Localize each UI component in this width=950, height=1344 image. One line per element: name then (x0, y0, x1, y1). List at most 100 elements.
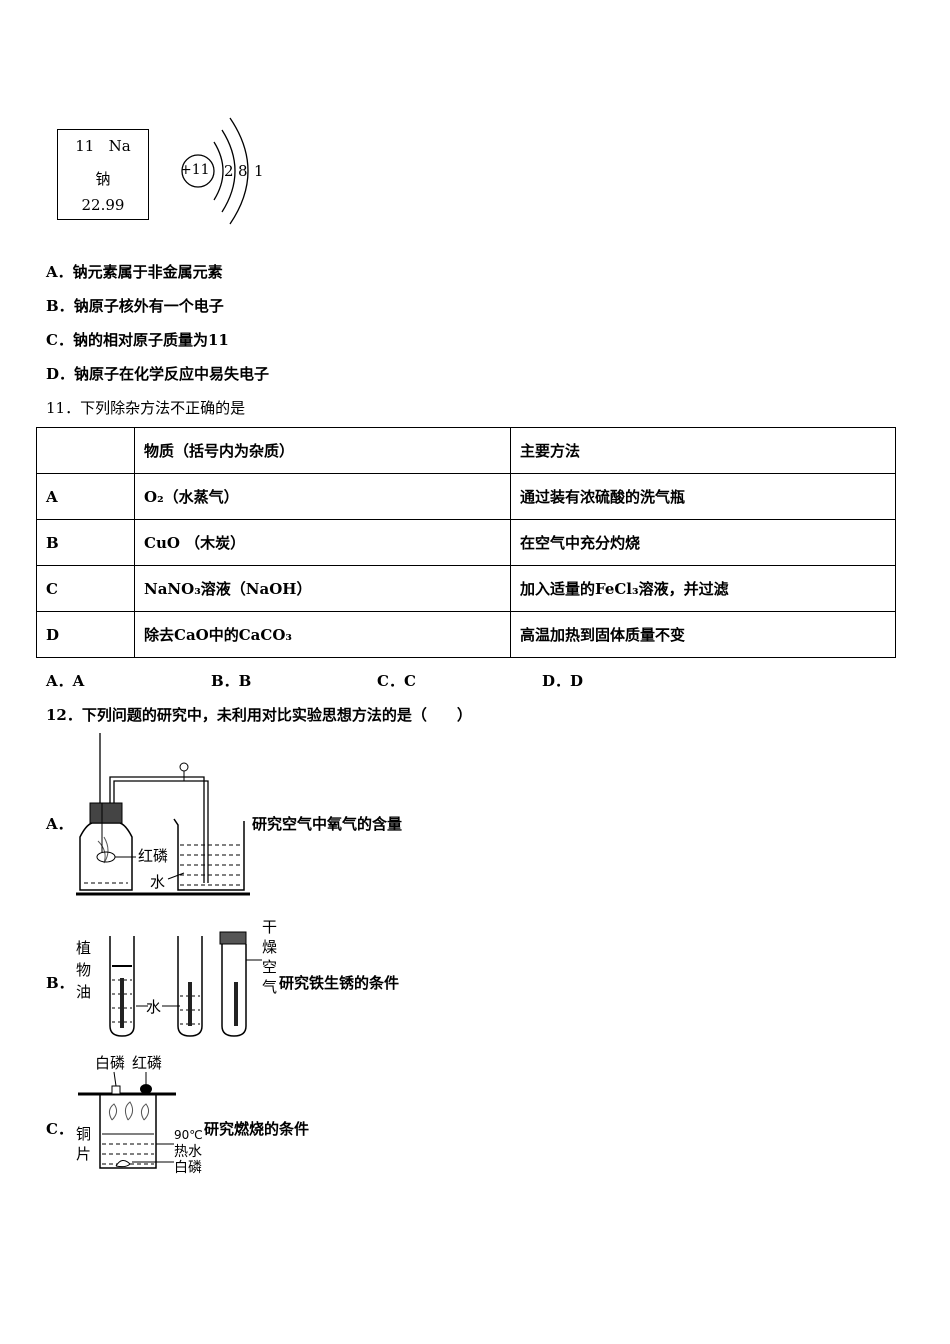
header-cell: 主要方法 (510, 427, 896, 474)
leader-white-p (113, 1071, 117, 1087)
table-row: B CuO （木炭） 在空气中充分灼烧 (36, 519, 896, 566)
label-white-phosphorus-water: 白磷 (174, 1160, 202, 1176)
stopper (89, 802, 123, 824)
label-white-phosphorus-top: 白磷 (95, 1054, 126, 1072)
row-method: 高温加热到固体质量不变 (510, 611, 896, 658)
label-char: 燥 (262, 938, 278, 956)
flame-smoke (97, 836, 109, 864)
row-key: B (36, 519, 135, 566)
label-char: 铜 (76, 1125, 92, 1143)
oxygen-content-apparatus-figure (76, 733, 250, 896)
element-card: 11 Na 钠 22.99 (57, 129, 149, 220)
delivery-tube (109, 776, 205, 883)
shell-arc-3 (229, 117, 249, 225)
label-90c: 90℃ (174, 1128, 203, 1142)
tube-1 (109, 936, 135, 1037)
label-char: 气 (262, 978, 278, 996)
rubber-stopper (219, 931, 247, 945)
label-water-b: 水 (146, 998, 162, 1016)
option-text: 钠元素属于非金属元素 (72, 263, 223, 281)
shell-arc-1 (213, 141, 224, 201)
clamp (179, 762, 189, 772)
q10-option-a[interactable]: A．钠元素属于非金属元素 (46, 261, 223, 282)
q12-option-b-text: 研究铁生锈的条件 (279, 974, 400, 992)
label-copper-sheet: 铜 片 (76, 1124, 91, 1164)
label-dry-air: 干 燥 空 气 (262, 917, 277, 997)
beaker-outline (173, 818, 245, 891)
white-phosphorus-top (111, 1085, 121, 1095)
element-name: 钠 (95, 170, 111, 188)
q11-answer-d[interactable]: D．D (542, 672, 584, 690)
q12-option-c-text: 研究燃烧的条件 (204, 1120, 310, 1138)
element-symbol: Na (108, 137, 131, 155)
label-char: 干 (262, 918, 278, 936)
q11-table: 物质（括号内为杂质） 主要方法 A O₂（水蒸气） 通过装有浓硫酸的洗气瓶 B … (36, 427, 896, 658)
bottle-outline (79, 822, 133, 891)
q11-stem: 11．下列除杂方法不正确的是 (46, 399, 246, 417)
nucleus-circle (181, 154, 215, 188)
row-substance: 除去CaO中的CaCO₃ (134, 611, 511, 658)
option-text: 钠的相对原子质量为11 (72, 331, 229, 349)
option-key: D． (46, 365, 75, 383)
option-key: C． (46, 331, 73, 349)
q11-answer-c[interactable]: C．C (377, 672, 416, 690)
option-key: B． (46, 297, 74, 315)
element-number-symbol: 11 Na (58, 137, 148, 155)
label-leader-water (167, 872, 185, 880)
row-key: D (36, 611, 135, 658)
q12-option-b-key[interactable]: B． (46, 974, 74, 992)
row-key: A (36, 473, 135, 520)
shell-arc-2 (221, 129, 236, 213)
tube-3 (221, 944, 247, 1037)
shell-electrons-3: 1 (254, 162, 264, 180)
label-char: 物 (76, 961, 92, 979)
option-text: 钠原子在化学反应中易失电子 (74, 365, 270, 383)
row-method: 在空气中充分灼烧 (510, 519, 896, 566)
steam-3 (140, 1103, 150, 1121)
white-phosphorus-water (115, 1160, 131, 1168)
q11-answer-a[interactable]: A．A (46, 672, 85, 690)
q12-option-c-key[interactable]: C． (46, 1120, 73, 1138)
steam-1 (108, 1103, 118, 1121)
q12-option-a-text: 研究空气中氧气的含量 (252, 815, 403, 833)
table-row: C NaNO₃溶液（NaOH） 加入适量的FeCl₃溶液，并过滤 (36, 565, 896, 612)
row-key: C (36, 565, 135, 612)
q12-option-a-key[interactable]: A． (46, 815, 73, 833)
label-vegetable-oil: 植 物 油 (76, 937, 91, 1003)
delivery-tube-inner (113, 780, 209, 883)
beaker-c (99, 1094, 157, 1169)
table-row: D 除去CaO中的CaCO₃ 高温加热到固体质量不变 (36, 611, 896, 658)
tube-2 (177, 936, 203, 1037)
row-substance: O₂（水蒸气） (134, 473, 511, 520)
label-water: 水 (150, 873, 166, 891)
red-phosphorus-top (140, 1084, 152, 1094)
label-red-phosphorus-top: 红磷 (132, 1054, 163, 1072)
nucleus-charge: +11 (180, 162, 210, 178)
row-substance: CuO （木炭） (134, 519, 511, 566)
q10-option-b[interactable]: B．钠原子核外有一个电子 (46, 295, 224, 316)
shell-electrons-2: 8 (238, 162, 248, 180)
q10-option-d[interactable]: D．钠原子在化学反应中易失电子 (46, 363, 269, 384)
iron-rust-tubes-figure (109, 931, 262, 1037)
header-cell (36, 427, 135, 474)
header-cell: 物质（括号内为杂质） (134, 427, 511, 474)
label-char: 空 (262, 958, 278, 976)
table-row: A O₂（水蒸气） 通过装有浓硫酸的洗气瓶 (36, 473, 896, 520)
label-hot-water: 热水 (174, 1144, 202, 1160)
q10-option-c[interactable]: C．钠的相对原子质量为11 (46, 329, 229, 350)
atomic-mass: 22.99 (81, 196, 125, 214)
row-substance: NaNO₃溶液（NaOH） (134, 565, 511, 612)
atomic-number: 11 (75, 137, 95, 155)
q12-stem: 12．下列问题的研究中，未利用对比实验思想方法的是（ ） (46, 706, 472, 724)
steam-2 (124, 1101, 134, 1121)
label-red-phosphorus: 红磷 (138, 847, 169, 865)
option-text: 钠原子核外有一个电子 (73, 297, 224, 315)
shell-electrons-1: 2 (224, 162, 234, 180)
combustion-conditions-figure (78, 1071, 176, 1169)
atom-structure-diagram (181, 117, 249, 225)
table-header-row: 物质（括号内为杂质） 主要方法 (36, 427, 896, 474)
q11-answer-b[interactable]: B．B (211, 672, 252, 690)
label-char: 片 (76, 1145, 92, 1163)
option-key: A． (46, 263, 73, 281)
row-method: 通过装有浓硫酸的洗气瓶 (510, 473, 896, 520)
